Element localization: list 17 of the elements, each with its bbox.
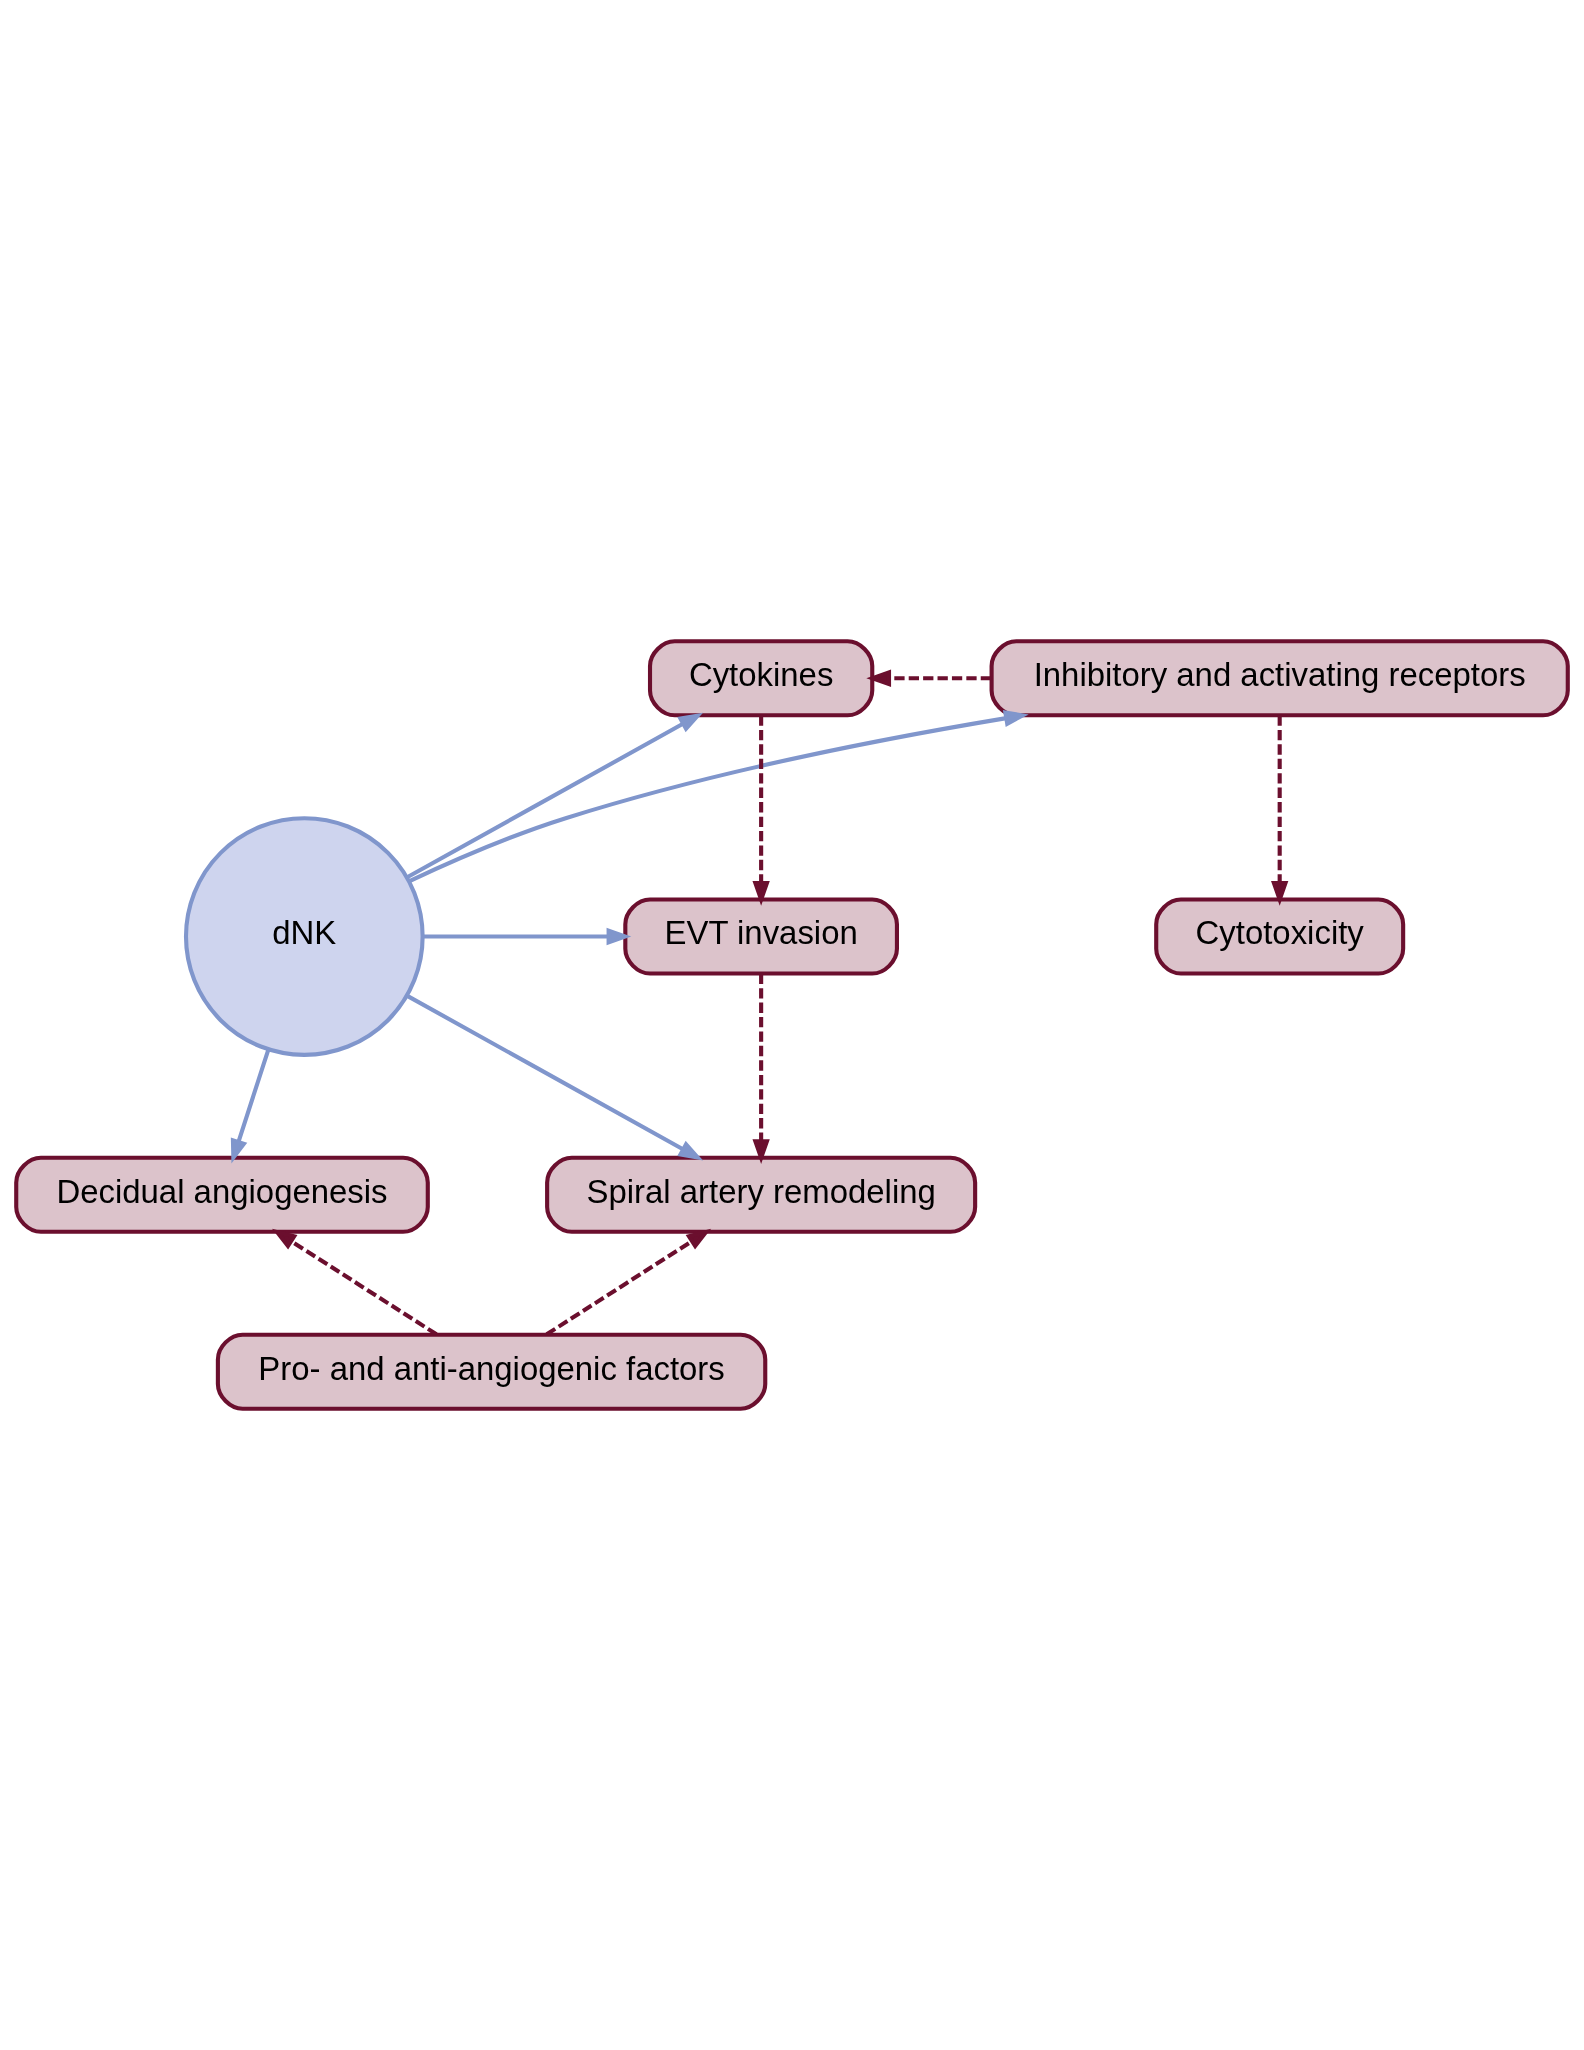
arrow: [405, 993, 704, 1161]
arrow: [1271, 715, 1289, 906]
arrow: [866, 669, 991, 687]
arrow: [406, 712, 704, 879]
node-circle: dNK: [183, 816, 425, 1057]
node-box: Cytotoxicity: [1154, 897, 1406, 976]
arrow: [752, 715, 770, 906]
arrow: [423, 927, 632, 946]
arrow: [408, 709, 1029, 884]
node-box: Decidual angiogenesis: [14, 1155, 430, 1234]
node-box: EVT invasion: [623, 897, 899, 976]
node-box: Cytokines: [647, 639, 875, 718]
node-box: Inhibitory and activating receptors: [989, 639, 1570, 718]
node-box: Pro- and anti-angiogenic factors: [215, 1332, 768, 1411]
node-box: Spiral artery remodeling: [545, 1155, 978, 1234]
arrow: [752, 973, 770, 1164]
arrow: [230, 1048, 271, 1164]
